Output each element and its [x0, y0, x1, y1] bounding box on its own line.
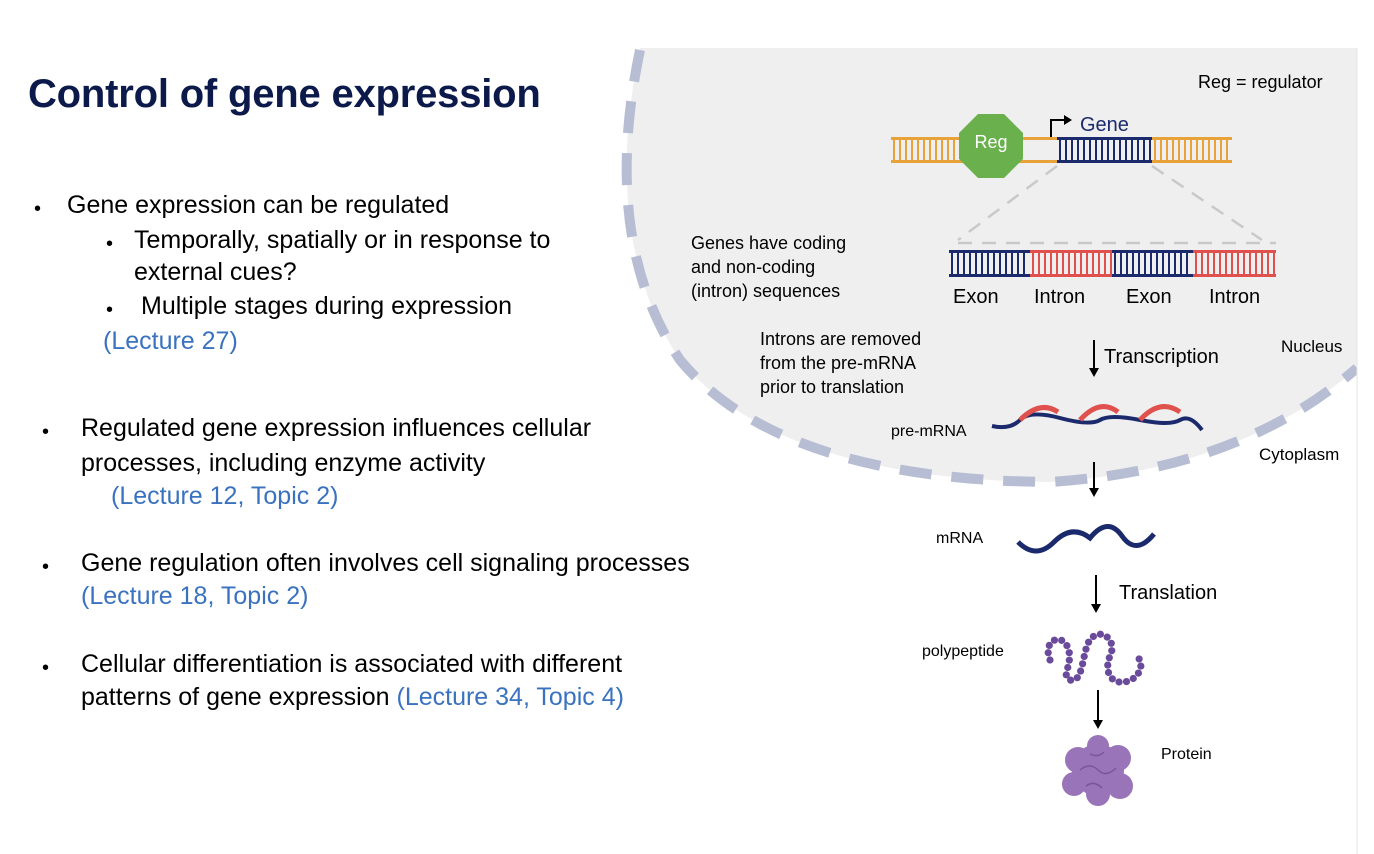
gene-label: Gene — [1080, 114, 1129, 136]
mrna-label: mRNA — [936, 530, 983, 547]
protein-label: Protein — [1161, 746, 1212, 763]
mrna-strand — [1016, 524, 1156, 554]
regulator-shape — [959, 114, 1023, 178]
reg-label: Reg — [974, 132, 1007, 152]
bullet-dot: • — [42, 421, 50, 443]
introns-note-line3: prior to translation — [760, 377, 904, 397]
bullet-gene-expression-regulated: Gene expression can be regulated — [67, 191, 450, 219]
bullet-regulated-influences-line1: Regulated gene expression influences cel… — [81, 414, 592, 442]
legend-label: Reg = regulator — [1198, 72, 1323, 92]
coding-note-line2: and non-coding — [691, 257, 815, 277]
segment-label-intron-2: Intron — [1209, 286, 1260, 308]
protein-shape — [1062, 735, 1133, 806]
lecture-34-ref[interactable]: (Lecture 34, Topic 4) — [396, 683, 624, 711]
bullet-dot: • — [106, 233, 114, 255]
bullet-dot: • — [106, 299, 114, 321]
lecture-18-ref[interactable]: (Lecture 18, Topic 2) — [81, 582, 309, 610]
subbullet-temporally-line1: Temporally, spatially or in response to — [134, 226, 551, 254]
bullet-regulated-influences-line2: processes, including enzyme activity — [81, 449, 486, 477]
bullet-differentiation-line1: Cellular differentiation is associated w… — [81, 650, 623, 678]
subbullet-temporally-line2: external cues? — [134, 258, 297, 286]
polypeptide-label: polypeptide — [922, 643, 1004, 660]
slide-title: Control of gene expression — [28, 72, 541, 116]
promoter-arrow — [1050, 119, 1066, 137]
bullet-differentiation-line2-text: patterns of gene expression — [81, 683, 390, 711]
pre-mrna-intron-2 — [1078, 404, 1120, 422]
segment-label-exon-1: Exon — [953, 286, 999, 308]
pre-mrna-intron-3 — [1138, 404, 1182, 422]
transcription-label: Transcription — [1104, 346, 1219, 368]
segment-label-intron-1: Intron — [1034, 286, 1085, 308]
polypeptide-chain — [1044, 630, 1145, 686]
introns-note-line2: from the pre-mRNA — [760, 353, 916, 373]
bullet-cell-signaling: Gene regulation often involves cell sign… — [81, 549, 690, 577]
lecture-27-ref[interactable]: (Lecture 27) — [103, 327, 238, 355]
segment-label-exon-2: Exon — [1126, 286, 1172, 308]
introns-note-line1: Introns are removed — [760, 329, 921, 349]
nucleus-region — [621, 48, 1357, 488]
coding-note-line1: Genes have coding — [691, 233, 846, 253]
bullet-dot: • — [34, 198, 42, 220]
bullet-dot: • — [42, 556, 50, 578]
bullet-dot: • — [42, 657, 50, 679]
bullet-differentiation-line2: patterns of gene expression (Lecture 34,… — [81, 683, 624, 712]
nucleus-label: Nucleus — [1281, 337, 1342, 356]
lecture-12-ref[interactable]: (Lecture 12, Topic 2) — [111, 482, 339, 510]
translation-label: Translation — [1119, 582, 1217, 604]
pre-mrna-label: pre-mRNA — [891, 423, 967, 440]
promoter-arrowhead — [1064, 115, 1072, 125]
exon-intron-strand — [949, 250, 1276, 277]
pre-mrna-intron-1 — [1018, 405, 1060, 422]
cytoplasm-label: Cytoplasm — [1259, 445, 1339, 464]
coding-note-line3: (intron) sequences — [691, 281, 840, 301]
zoom-line-left — [957, 164, 1058, 242]
nuclear-membrane — [621, 48, 1357, 488]
subbullet-multiple-stages: Multiple stages during expression — [141, 292, 513, 320]
